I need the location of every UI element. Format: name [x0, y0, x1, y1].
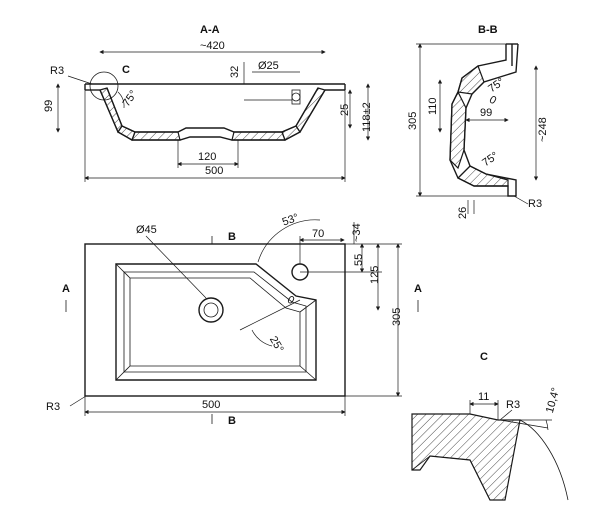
bb-angle-top: 75° — [486, 76, 507, 95]
plan-drain-inner — [203, 302, 219, 318]
plan-dim-55: 55 — [353, 254, 365, 266]
plan-corner-tr — [299, 299, 317, 313]
bb-dim-305: 305 — [407, 112, 419, 130]
plan-angle-25-line — [239, 299, 301, 331]
bb-dim-99: 99 — [480, 107, 492, 119]
plan-drain: Ø45 — [136, 224, 157, 236]
detail-c-angle-line — [499, 419, 549, 429]
plan-outer — [84, 243, 346, 397]
plan-a-right: A — [414, 283, 422, 295]
detail-c-view: C 10,4° 11 R3 — [411, 351, 569, 501]
detail-c-break-line — [519, 419, 569, 501]
section-bb-view: B-B 305 110 99 ~248 75° 0 75° 26 R3 — [407, 24, 549, 219]
bb-dim-26: 26 — [457, 207, 469, 219]
bb-zero: 0 — [487, 94, 498, 107]
plan-corner-bl — [115, 365, 131, 381]
plan-b-bottom: B — [228, 415, 236, 427]
plan-dim-70: 70 — [312, 228, 324, 240]
aa-floor-right — [231, 131, 286, 141]
plan-a-left: A — [62, 283, 70, 295]
plan-r3-leader — [69, 395, 87, 407]
detail-c-curve — [411, 455, 491, 501]
aa-dim-420: ~420 — [200, 40, 225, 52]
plan-angle-25-arc — [251, 329, 273, 347]
plan-dim-305: 305 — [391, 308, 403, 326]
aa-floor-left — [131, 131, 181, 141]
plan-drain-outer — [198, 297, 224, 323]
aa-dim-500: 500 — [205, 165, 223, 177]
plan-dim-500: 500 — [202, 399, 220, 411]
detail-c-radius: R3 — [506, 399, 520, 411]
aa-wall-left — [99, 87, 123, 134]
bb-bottom-hatch — [456, 165, 509, 187]
plan-angle-53-arc — [257, 219, 321, 263]
plan-zero: 0 — [285, 294, 296, 307]
plan-b-top: B — [228, 231, 236, 243]
aa-detail-c-circle — [89, 71, 119, 101]
aa-radius: R3 — [50, 65, 64, 77]
bb-wall-hatch — [449, 90, 467, 170]
bb-radius: R3 — [528, 198, 542, 210]
aa-dim-32: 32 — [229, 66, 241, 78]
plan-corner-tl — [115, 263, 131, 279]
bb-dim-248: ~248 — [537, 117, 549, 142]
plan-angle-53: 53° — [281, 212, 301, 229]
detail-c-dim-11: 11 — [478, 391, 489, 403]
detail-c-angle: 10,4° — [544, 386, 562, 414]
aa-detail-c-marker: C — [122, 64, 130, 76]
aa-angle: 75° — [120, 88, 139, 109]
aa-tap-hole-circle — [291, 92, 301, 102]
aa-dim-hole: Ø25 — [258, 60, 279, 72]
aa-wall-right — [295, 87, 326, 134]
plan-corner-br — [299, 365, 317, 381]
aa-angle-arc — [117, 91, 125, 109]
bb-dim-110: 110 — [427, 97, 439, 115]
section-bb-title: B-B — [478, 24, 498, 36]
plan-view: Ø45 B B A A 53° 70 ~34 55 125 305 500 — [46, 212, 422, 427]
section-aa-view: A-A C ~420 32 Ø25 99 2 — [43, 24, 373, 182]
bb-r3-leader — [513, 195, 529, 205]
plan-dim-34: ~34 — [351, 223, 363, 242]
detail-c-title: C — [480, 351, 488, 363]
aa-r3-leader — [67, 75, 93, 85]
bb-top-hatch — [457, 65, 485, 95]
detail-c-angle-arc — [545, 419, 549, 431]
aa-dim-99: 99 — [43, 100, 55, 112]
plan-angle-25: 25° — [267, 334, 286, 354]
plan-basin-top — [115, 263, 317, 381]
aa-dim-118: 118±2 — [361, 102, 373, 132]
bb-angle-bottom: 75° — [480, 150, 501, 169]
plan-radius: R3 — [46, 401, 60, 413]
plan-dim-125: 125 — [369, 266, 381, 284]
aa-tap-hole — [291, 89, 301, 105]
plan-drain-leader — [145, 235, 207, 299]
section-aa-title: A-A — [200, 24, 220, 36]
aa-dim-120: 120 — [198, 151, 216, 163]
detail-c-r3-leader — [499, 409, 513, 421]
